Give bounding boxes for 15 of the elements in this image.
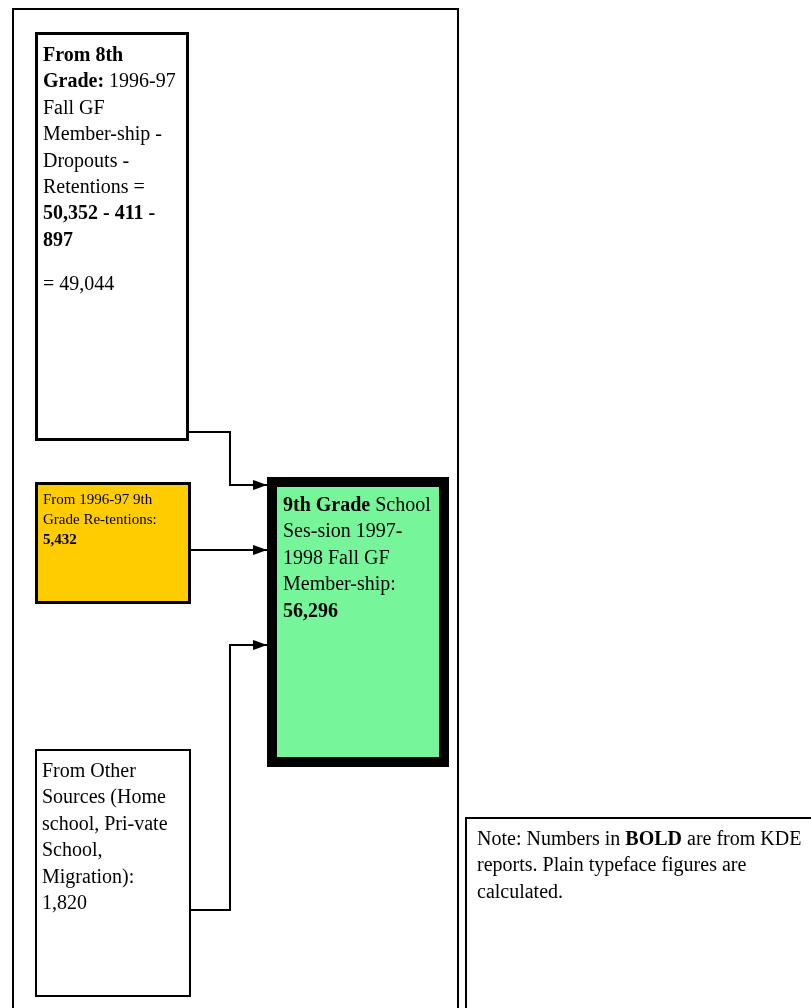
source-box	[35, 482, 191, 604]
arrow	[190, 640, 268, 911]
arrow	[188, 431, 268, 490]
box-text: From 1996-97 9th Grade Re-tentions: 5,432	[43, 490, 158, 549]
target-box	[267, 477, 449, 767]
box-text: From Other Sources (Home school, Pri-vate School, Migration): 1,820	[42, 758, 169, 915]
source-box	[35, 32, 189, 441]
box-text: 9th Grade School Ses-sion 1997-1998 Fall GF Member-ship: 56,296	[283, 492, 432, 623]
box-text: From 8th Grade: 1996-97 Fall GF Member-ship - Dropouts - Retentions = 50,352 - 411 - 897	[43, 42, 177, 252]
note-box	[465, 817, 811, 1008]
frame-box	[12, 8, 459, 1008]
source-box	[35, 749, 191, 997]
arrow	[190, 545, 268, 555]
box-text: = 49,044	[43, 271, 116, 297]
box-text: Note: Numbers in BOLD are from KDE reports. Plain typeface figures are calculated.	[477, 826, 803, 904]
